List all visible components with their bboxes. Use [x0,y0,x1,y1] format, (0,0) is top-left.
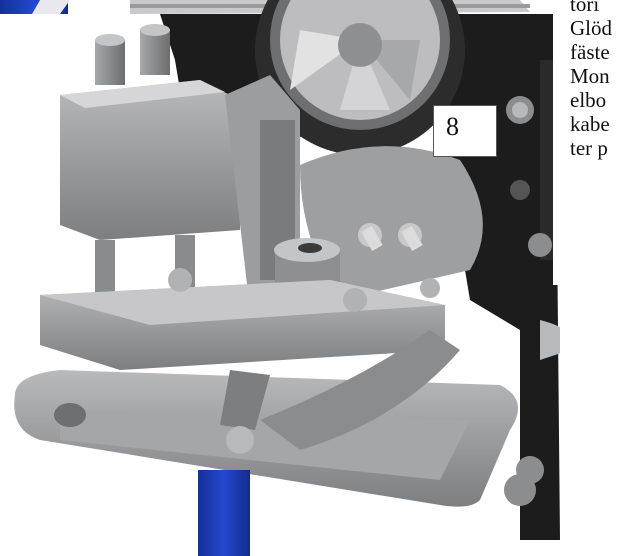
upper-posts [95,24,170,85]
text-line-3: fäste [570,40,610,64]
text-line-1: tori [570,0,600,16]
main-block [60,80,240,300]
switch-plate [300,146,483,300]
toggle-switch-left [358,223,383,251]
fan [255,0,465,155]
blue-post-bottom [198,470,250,556]
text-line-5: elbo [570,88,607,112]
callout-label: 8 [433,105,497,157]
text-panel [553,0,631,285]
toggle-switch-right [398,223,423,251]
text-line-7: ter p [570,136,608,160]
text-line-4: Mon [570,64,610,88]
base-plate [40,268,445,370]
callout-number: 8 [446,112,459,141]
text-line-6: kabe [570,112,610,136]
blue-post-top [0,0,70,14]
tray [14,370,536,507]
text-line-2: Glöd [570,16,612,40]
machine-illustration [0,0,560,556]
clamp-lever [220,320,560,454]
